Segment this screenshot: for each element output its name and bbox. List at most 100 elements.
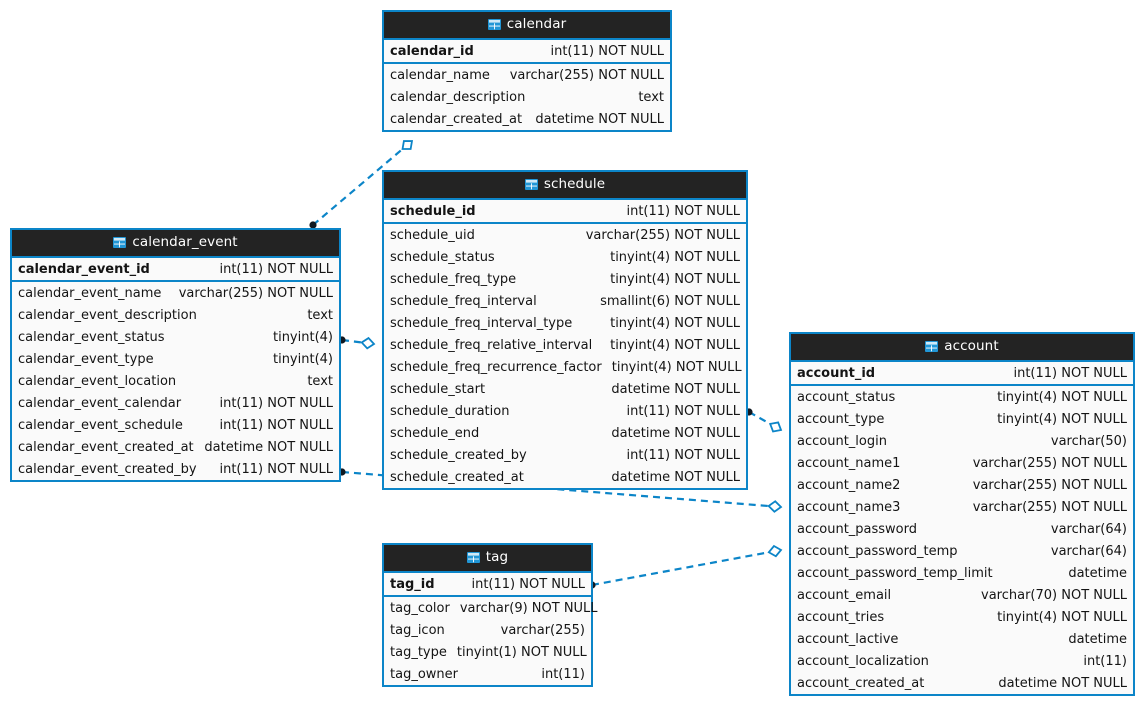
column-row[interactable]: account_created_at datetime NOT NULL — [791, 672, 1133, 694]
relationship-rel-calendar-event-schedule[interactable] — [338, 336, 376, 350]
column-name: calendar_event_schedule — [18, 417, 183, 433]
column-type: tinyint(4) NOT NULL — [611, 359, 742, 375]
relationship-rel-schedule-account[interactable] — [745, 408, 783, 433]
column-name: tag_type — [390, 644, 447, 660]
column-type: tinyint(4) NOT NULL — [997, 609, 1127, 625]
column-type: varchar(255) NOT NULL — [972, 477, 1127, 493]
column-type: smallint(6) NOT NULL — [600, 293, 740, 309]
entity-header-calendar[interactable]: calendar — [384, 12, 670, 38]
column-type: varchar(64) — [1050, 543, 1127, 559]
column-name: calendar_id — [390, 43, 474, 59]
column-type: datetime NOT NULL — [998, 675, 1127, 691]
column-type: int(11) NOT NULL — [626, 447, 740, 463]
column-type: tinyint(4) NOT NULL — [610, 271, 740, 287]
table-icon — [487, 19, 501, 30]
entity-header-tag[interactable]: tag — [384, 545, 591, 571]
column-name: calendar_event_name — [18, 285, 162, 301]
column-type: int(11) NOT NULL — [626, 403, 740, 419]
column-name: account_created_at — [797, 675, 925, 691]
relationship-diamond-endpoint — [767, 544, 783, 558]
column-name: schedule_created_at — [390, 469, 524, 485]
column-row[interactable]: calendar_event_location text — [12, 370, 339, 392]
column-name: schedule_uid — [390, 227, 475, 243]
column-type: text — [638, 89, 664, 105]
relationship-rel-tag-account[interactable] — [588, 544, 783, 589]
column-name: schedule_freq_recurrence_factor — [390, 359, 602, 375]
column-type: text — [307, 373, 333, 389]
column-type: tinyint(4) NOT NULL — [997, 411, 1127, 427]
column-name: schedule_freq_type — [390, 271, 517, 287]
column-row[interactable]: schedule_freq_type tinyint(4) NOT NULL — [384, 268, 746, 290]
column-row[interactable]: account_name2 varchar(255) NOT NULL — [791, 474, 1133, 496]
entity-header-calendar_event[interactable]: calendar_event — [12, 230, 339, 256]
column-row[interactable]: schedule_start datetime NOT NULL — [384, 378, 746, 400]
column-name: calendar_event_type — [18, 351, 154, 367]
table-icon — [925, 341, 939, 352]
column-type: varchar(255) — [500, 622, 585, 638]
entity-header-account[interactable]: account — [791, 334, 1133, 360]
column-row[interactable]: schedule_freq_recurrence_factor tinyint(4… — [384, 356, 746, 378]
column-name: calendar_event_location — [18, 373, 177, 389]
column-name: calendar_event_status — [18, 329, 165, 345]
column-name: schedule_id — [390, 203, 476, 219]
entity-header-schedule[interactable]: schedule — [384, 172, 746, 198]
column-name: account_name2 — [797, 477, 901, 493]
column-type: int(11) NOT NULL — [219, 395, 333, 411]
entity-title: schedule — [543, 176, 606, 192]
column-name: calendar_event_description — [18, 307, 197, 323]
column-type: varchar(50) — [1050, 433, 1127, 449]
column-name: schedule_start — [390, 381, 486, 397]
column-type: datetime NOT NULL — [535, 111, 664, 127]
column-type: datetime NOT NULL — [611, 381, 740, 397]
relationship-diamond-endpoint — [767, 500, 783, 513]
